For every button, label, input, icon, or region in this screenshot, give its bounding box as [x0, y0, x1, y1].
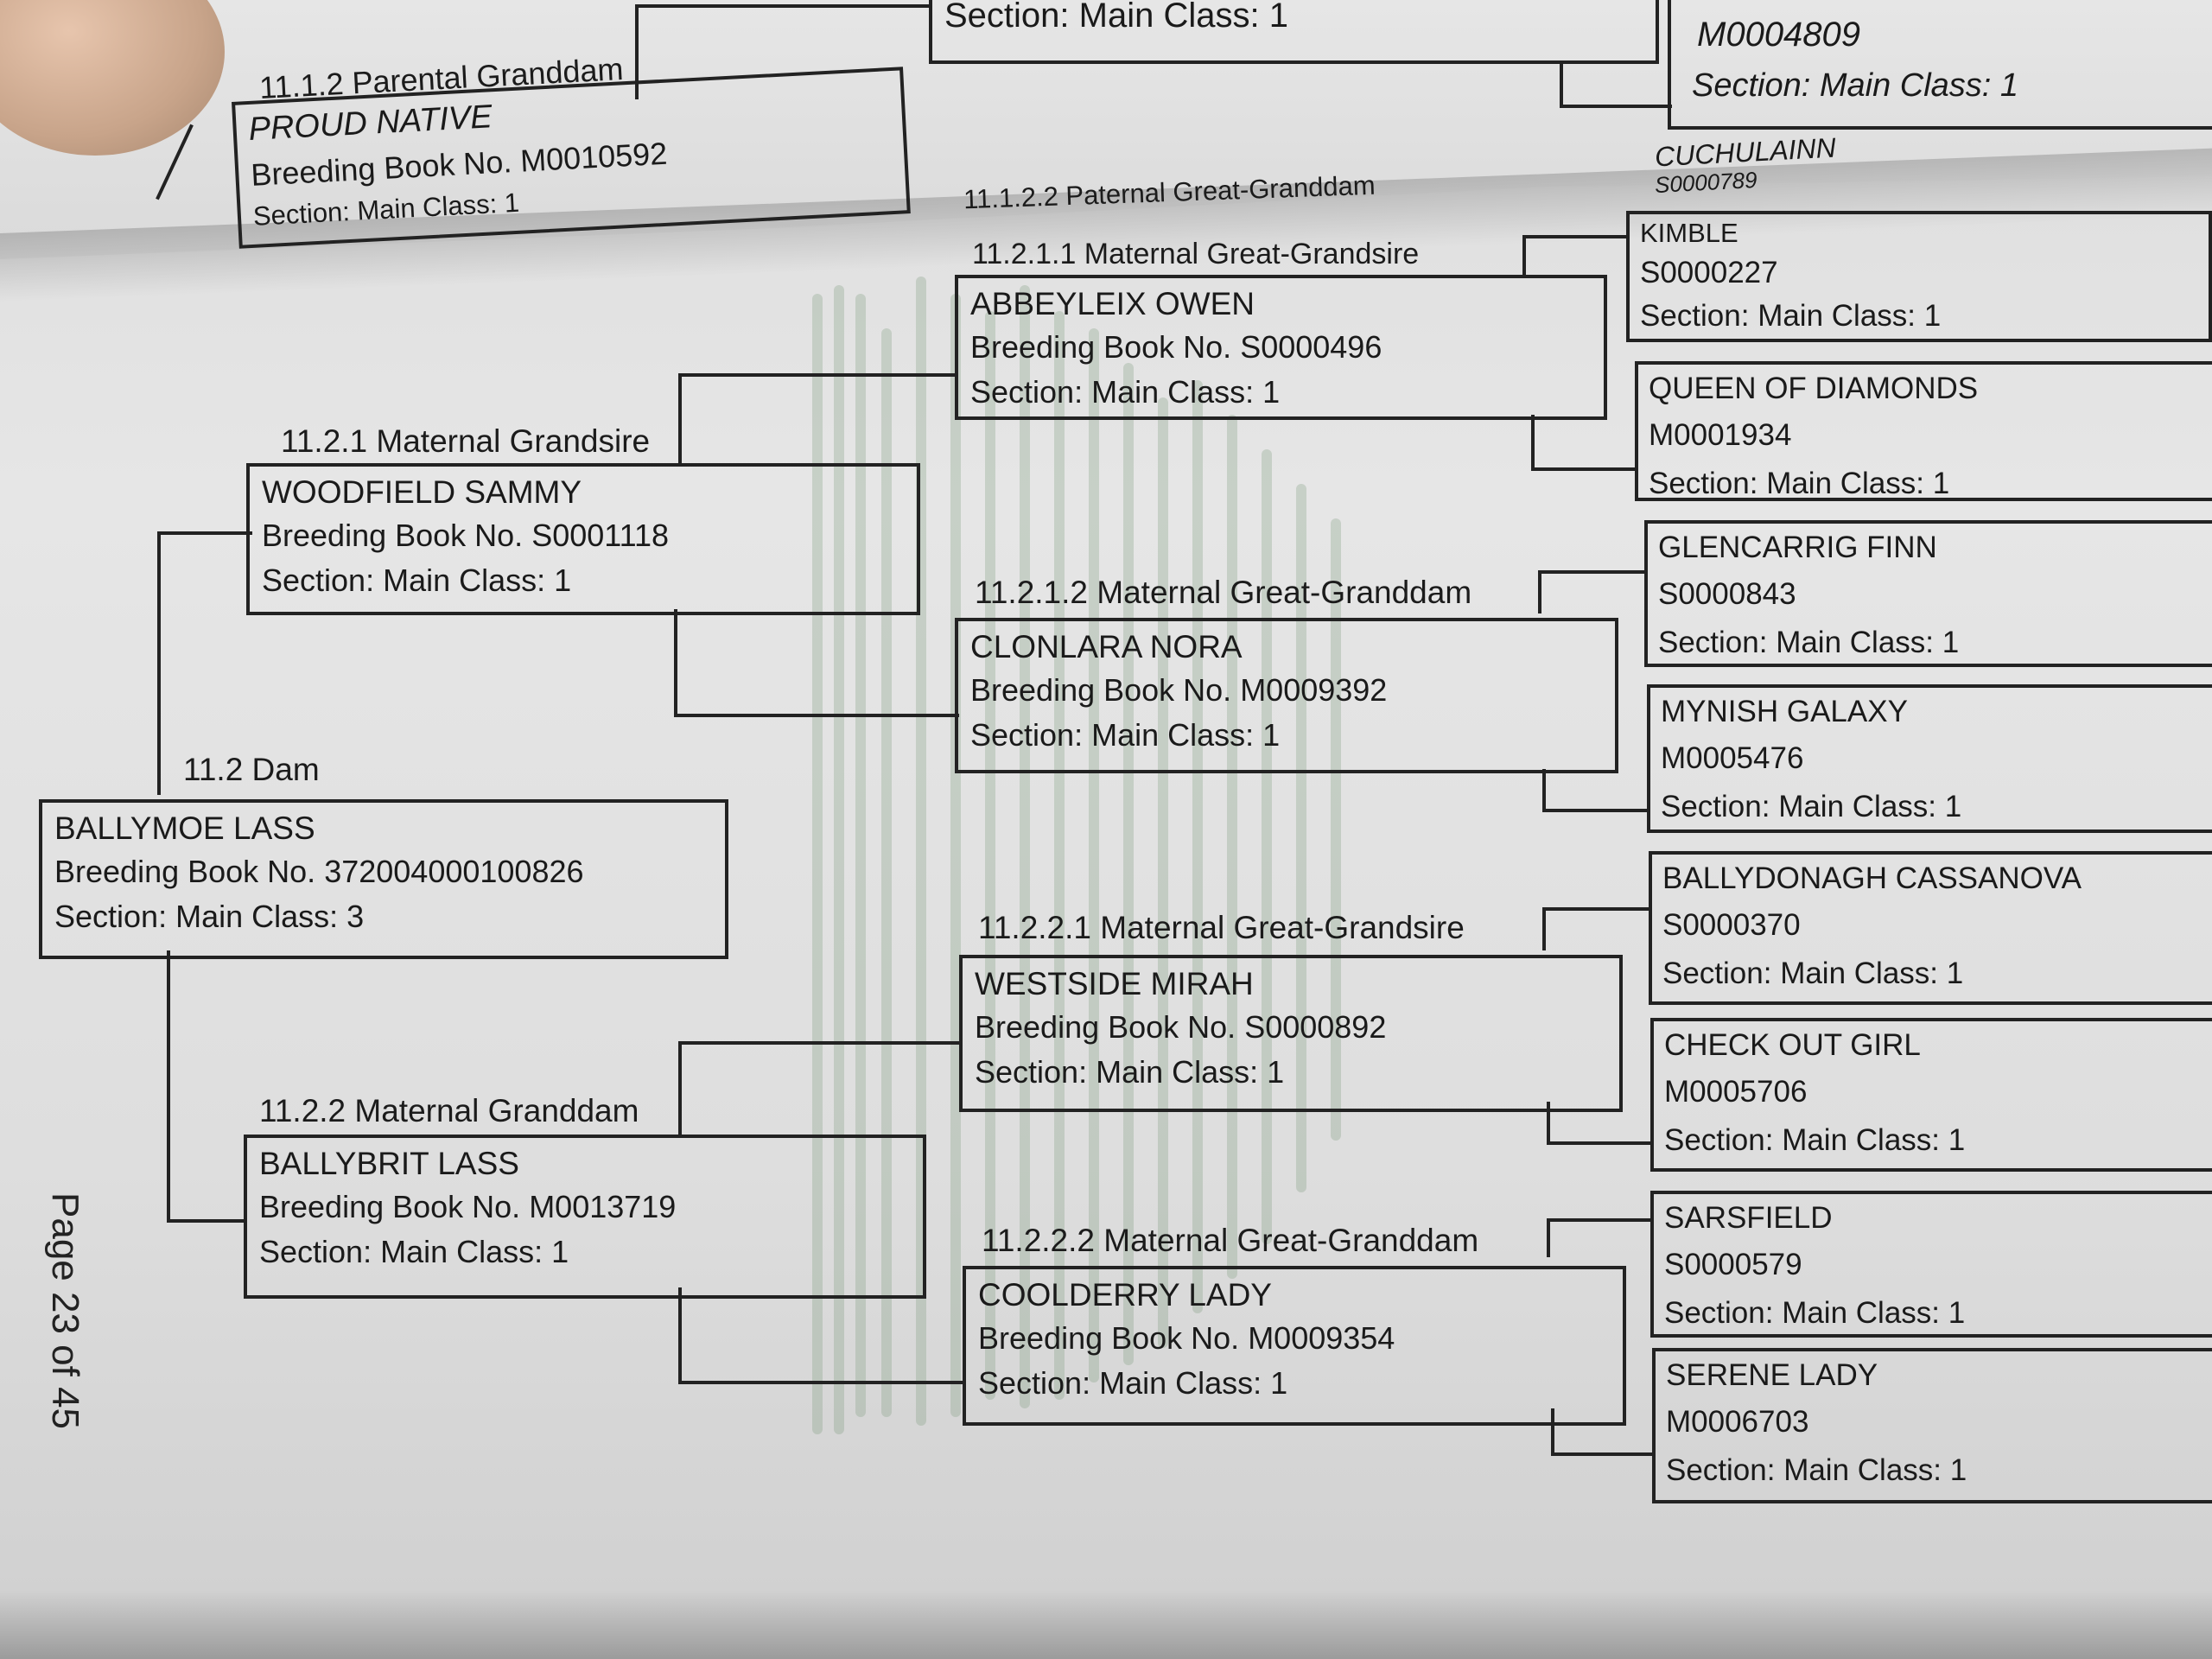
maternal-grandsire-name: WOODFIELD SAMMY: [262, 474, 582, 510]
ancestor-name-1: KIMBLE: [1640, 218, 1738, 248]
dam-box: BALLYMOE LASS Breeding Book No. 37200400…: [39, 799, 728, 959]
ancestor-id-7: S0000579: [1664, 1248, 1802, 1281]
great-grandparent-box-4: COOLDERRY LADY Breeding Book No. M000935…: [963, 1266, 1626, 1426]
great-grandparent-section-3: Section: Main Class: 1: [975, 1054, 1285, 1090]
great-grandparent-section-2: Section: Main Class: 1: [970, 717, 1281, 753]
great-grandparent-name-3: WESTSIDE MIRAH: [975, 966, 1254, 1001]
ancestor-id-5: S0000370: [1662, 908, 1801, 942]
ancestor-section-7: Section: Main Class: 1: [1664, 1296, 1966, 1330]
ancestor-box-5: BALLYDONAGH CASSANOVA S0000370 Section: …: [1649, 851, 2212, 1005]
great-grandparent-name-4: COOLDERRY LADY: [978, 1277, 1272, 1313]
great-grandparent-section-4: Section: Main Class: 1: [978, 1365, 1288, 1401]
top-right-box: M0004809 Section: Main Class: 1: [1668, 0, 2212, 130]
great-grandparent-name-2: CLONLARA NORA: [970, 629, 1243, 664]
ancestor-id-4: M0005476: [1661, 741, 1804, 775]
maternal-granddam-book: Breeding Book No. M0013719: [259, 1189, 677, 1224]
top-right-id: M0004809: [1697, 16, 1861, 54]
label-great-grandsire-2: 11.2.2.1 Maternal Great-Grandsire: [978, 910, 1465, 945]
page-bottom-edge: [0, 1590, 2212, 1659]
maternal-grandsire-section: Section: Main Class: 1: [262, 563, 572, 598]
maternal-grandsire-book: Breeding Book No. S0001118: [262, 518, 670, 553]
ancestor-box-4: MYNISH GALAXY M0005476 Section: Main Cla…: [1647, 684, 2212, 833]
dam-book: Breeding Book No. 372004000100826: [54, 854, 584, 889]
label-great-granddam-2: 11.2.2.2 Maternal Great-Granddam: [982, 1223, 1479, 1258]
ancestor-name-8: SERENE LADY: [1666, 1358, 1878, 1392]
ancestor-name-4: MYNISH GALAXY: [1661, 695, 1908, 728]
ancestor-id-1: S0000227: [1640, 256, 1778, 289]
maternal-grandsire-box: WOODFIELD SAMMY Breeding Book No. S00011…: [246, 463, 920, 615]
label-dam: 11.2 Dam: [183, 752, 320, 787]
maternal-granddam-box: BALLYBRIT LASS Breeding Book No. M001371…: [244, 1135, 926, 1299]
maternal-granddam-name: BALLYBRIT LASS: [259, 1146, 519, 1181]
label-maternal-granddam: 11.2.2 Maternal Granddam: [259, 1093, 639, 1128]
dam-section: Section: Main Class: 3: [54, 899, 365, 934]
label-maternal-grandsire: 11.2.1 Maternal Grandsire: [281, 423, 651, 459]
great-grandparent-book-2: Breeding Book No. M0009392: [970, 672, 1388, 708]
ancestor-section-2: Section: Main Class: 1: [1649, 467, 1950, 500]
great-grandparent-book-1: Breeding Book No. S0000496: [970, 329, 1382, 365]
ancestor-id-2: M0001934: [1649, 418, 1792, 452]
great-grandparent-book-3: Breeding Book No. S0000892: [975, 1009, 1387, 1045]
ancestor-section-6: Section: Main Class: 1: [1664, 1123, 1966, 1157]
ancestor-id-3: S0000843: [1658, 577, 1796, 611]
ancestor-name-7: SARSFIELD: [1664, 1201, 1833, 1235]
ancestor-section-3: Section: Main Class: 1: [1658, 626, 1960, 659]
ancestor-name-2: QUEEN OF DIAMONDS: [1649, 372, 1979, 405]
ancestor-box-3: GLENCARRIG FINN S0000843 Section: Main C…: [1644, 520, 2212, 667]
top-right-section: Section: Main Class: 1: [1692, 67, 2019, 104]
ancestor-box-6: CHECK OUT GIRL M0005706 Section: Main Cl…: [1650, 1018, 2212, 1172]
ancestor-name-5: BALLYDONAGH CASSANOVA: [1662, 861, 2082, 895]
ancestor-section-5: Section: Main Class: 1: [1662, 957, 1964, 990]
top-section-box: Section: Main Class: 1: [929, 0, 1659, 64]
label-great-granddam-1: 11.2.1.2 Maternal Great-Granddam: [975, 575, 1472, 610]
great-grandparent-section-1: Section: Main Class: 1: [970, 374, 1281, 410]
great-grandparent-book-4: Breeding Book No. M0009354: [978, 1320, 1395, 1356]
great-grandparent-box-3: WESTSIDE MIRAH Breeding Book No. S000089…: [959, 955, 1623, 1112]
page-number: Page 23 of 45: [44, 1192, 86, 1430]
ancestor-name-3: GLENCARRIG FINN: [1658, 531, 1937, 564]
ancestor-box-8: SERENE LADY M0006703 Section: Main Class…: [1652, 1348, 2212, 1503]
ancestor-id-8: M0006703: [1666, 1405, 1809, 1439]
ancestor-box-2: QUEEN OF DIAMONDS M0001934 Section: Main…: [1635, 361, 2212, 501]
ancestor-section-4: Section: Main Class: 1: [1661, 790, 1962, 823]
cuchulainn-id: S0000789: [1654, 166, 1758, 199]
label-great-grandsire-1: 11.2.1.1 Maternal Great-Grandsire: [972, 238, 1420, 270]
ancestor-name-6: CHECK OUT GIRL: [1664, 1028, 1921, 1062]
ancestor-section-1: Section: Main Class: 1: [1640, 299, 1942, 333]
ancestor-box-1: KIMBLE S0000227 Section: Main Class: 1: [1626, 211, 2212, 342]
ancestor-section-8: Section: Main Class: 1: [1666, 1453, 1967, 1487]
maternal-granddam-section: Section: Main Class: 1: [259, 1234, 569, 1269]
great-grandparent-box-2: CLONLARA NORA Breeding Book No. M0009392…: [955, 618, 1618, 773]
top-section-text: Section: Main Class: 1: [944, 0, 1288, 35]
great-grandparent-name-1: ABBEYLEIX OWEN: [970, 286, 1255, 321]
ancestor-box-7: SARSFIELD S0000579 Section: Main Class: …: [1650, 1191, 2212, 1338]
ancestor-id-6: M0005706: [1664, 1075, 1808, 1109]
great-grandparent-box-1: ABBEYLEIX OWEN Breeding Book No. S000049…: [955, 275, 1607, 420]
dam-name: BALLYMOE LASS: [54, 810, 315, 846]
